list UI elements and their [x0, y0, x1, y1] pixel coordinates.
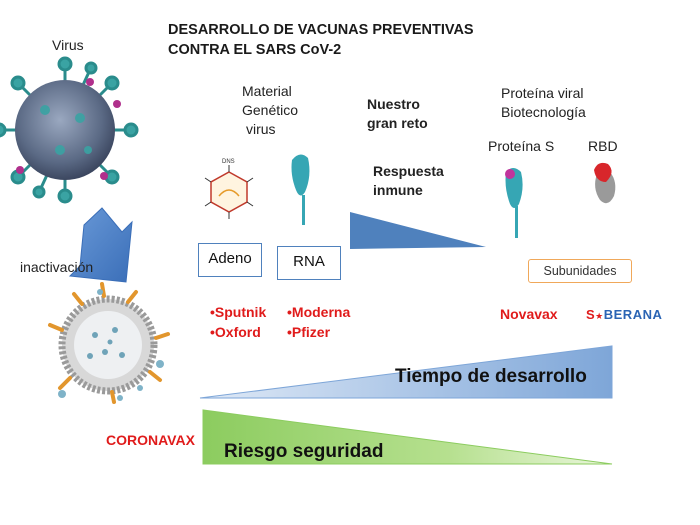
vaccine-soberana: S★BERANA	[586, 307, 662, 322]
inactivation-label: inactivación	[20, 259, 94, 275]
adeno-vaccines-list: •Sputnik •Oxford	[210, 302, 266, 342]
platform-rna-box: RNA	[277, 246, 341, 280]
vaccine-sputnik: •Sputnik	[210, 304, 267, 320]
adenovirus-icon	[204, 165, 254, 219]
title-line-2: CONTRA EL SARS CoV-2	[168, 42, 342, 58]
rna-vaccines-list: •Moderna •Pfizer	[287, 302, 350, 342]
virus-label: Virus	[52, 37, 84, 53]
challenge-label: Nuestro gran reto	[367, 95, 428, 133]
development-time-wedge	[199, 345, 613, 399]
development-time-label: Tiempo de desarrollo	[395, 366, 587, 387]
challenge-line-1: Nuestro	[367, 96, 420, 112]
genetic-material-label: Material Genético virus	[242, 82, 298, 139]
soberana-rest: BERANA	[603, 307, 663, 322]
soberana-s: S	[586, 307, 596, 322]
adenovirus-icon-text: DNS	[222, 159, 235, 165]
platform-adeno-box: Adeno	[198, 243, 262, 277]
title-line-1: DESARROLLO DE VACUNAS PREVENTIVAS	[168, 22, 474, 38]
vaccine-moderna: •Moderna	[287, 304, 351, 320]
genetic-material-line-2: Genético	[242, 102, 299, 118]
immune-response-line-1: Respuesta	[373, 163, 444, 179]
inactivation-arrow	[68, 207, 133, 283]
genetic-material-line-3: virus	[246, 121, 276, 137]
viral-protein-line-2: Biotecnología	[501, 104, 586, 120]
rbd-label: RBD	[588, 138, 618, 154]
protein-s-label: Proteína S	[488, 138, 555, 154]
immune-response-label: Respuesta inmune	[373, 162, 444, 200]
vaccine-novavax: Novavax	[500, 306, 558, 322]
vaccine-pfizer: •Pfizer	[287, 324, 331, 340]
viral-protein-line-1: Proteína viral	[501, 85, 584, 101]
immune-response-wedge	[350, 212, 486, 249]
safety-risk-label: Riesgo seguridad	[224, 441, 384, 462]
inactivated-virus-icon	[48, 282, 170, 404]
spike-protein-rna-icon	[291, 154, 310, 225]
challenge-line-2: gran reto	[367, 115, 428, 131]
rbd-icon	[594, 162, 616, 204]
immune-response-line-2: inmune	[373, 182, 423, 198]
viral-protein-label: Proteína viral Biotecnología	[501, 84, 586, 122]
vaccine-coronavax: CORONAVAX	[106, 432, 195, 448]
safety-risk-wedge	[202, 409, 613, 465]
genetic-material-line-1: Material	[242, 83, 292, 99]
page-title: DESARROLLO DE VACUNAS PREVENTIVAS CONTRA…	[168, 20, 474, 60]
vaccine-oxford: •Oxford	[210, 324, 261, 340]
platform-subunits-box: Subunidades	[528, 259, 632, 283]
soberana-star-icon: ★	[595, 311, 604, 321]
coronavirus-icon	[0, 56, 139, 204]
protein-s-icon	[505, 168, 523, 238]
